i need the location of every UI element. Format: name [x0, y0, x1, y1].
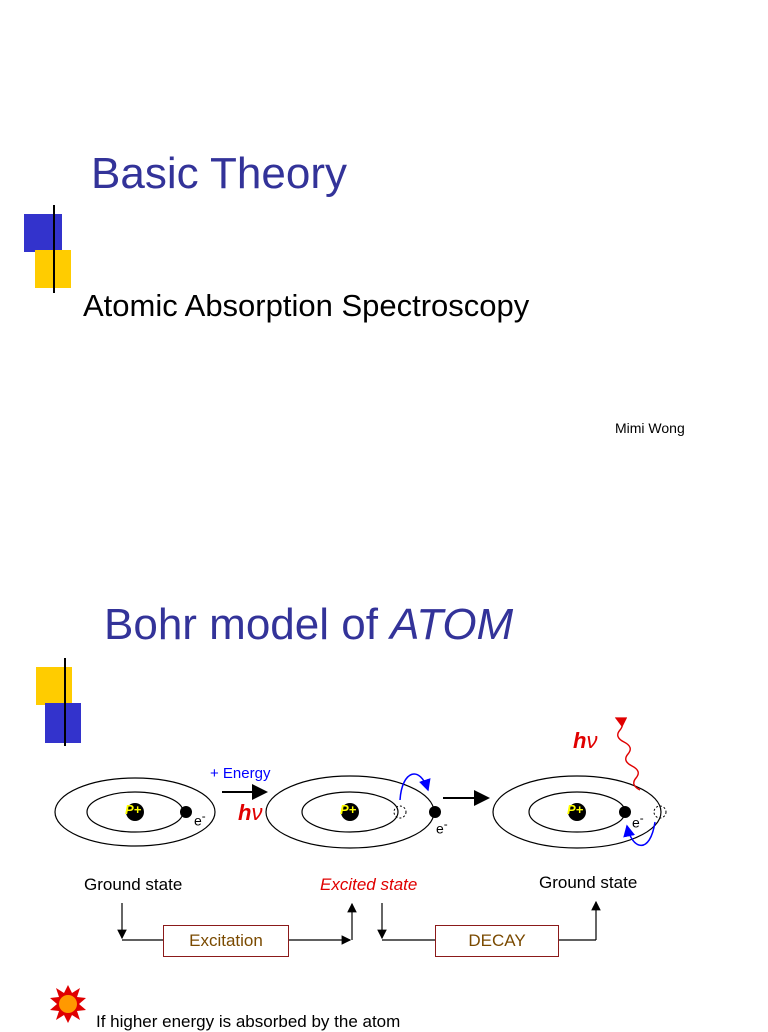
- excitation-box: Excitation: [163, 925, 289, 957]
- slide1-subtitle: Atomic Absorption Spectroscopy: [83, 288, 530, 323]
- nucleus-2: [341, 803, 359, 821]
- electron-label-2: e-: [436, 818, 448, 837]
- slide2-title: Bohr model of ATOM: [104, 603, 513, 647]
- ground-state-label-2: Ground state: [539, 873, 638, 892]
- electron-3: [619, 806, 631, 818]
- electron-1: [180, 806, 192, 818]
- photon-label-absorbed: hν: [238, 800, 263, 825]
- electron-old-position-2: [653, 805, 667, 819]
- sun-icon: [50, 985, 86, 1023]
- decor-vertical-line-2: [64, 658, 66, 746]
- excited-state-label: Excited state: [320, 875, 418, 894]
- photon-wave: [614, 717, 641, 791]
- atom-ground-2: [492, 717, 667, 849]
- electron-label-1: e-: [194, 810, 206, 829]
- decay-box: DECAY: [435, 925, 559, 957]
- jump-arrow: [399, 773, 431, 801]
- title-italic: ATOM: [390, 600, 514, 649]
- flow-lines: [117, 900, 601, 945]
- nucleus-1: [126, 803, 144, 821]
- nucleus-label-3: P+: [567, 802, 584, 817]
- atom-excited: [265, 773, 441, 849]
- decor-blue-square: [24, 214, 62, 252]
- title-plain: Bohr model of: [104, 600, 391, 649]
- ground-state-label-1: Ground state: [84, 875, 183, 894]
- author-name: Mimi Wong: [615, 420, 685, 436]
- energy-label: + Energy: [210, 765, 271, 782]
- slide1-title: Basic Theory: [91, 149, 347, 198]
- electron-label-3: e-: [632, 812, 644, 831]
- decor-blue-square-2: [45, 703, 81, 743]
- nucleus-label-1: P+: [125, 802, 142, 817]
- electron-old-position: [393, 805, 407, 819]
- decor-yellow-square-2: [36, 667, 72, 705]
- decor-vertical-line: [53, 205, 55, 293]
- atom-ground-1: [54, 777, 216, 847]
- photon-label-emitted: hν: [573, 728, 598, 753]
- note-text: If higher energy is absorbed by the atom: [96, 1012, 401, 1031]
- return-arrow: [623, 821, 656, 846]
- nucleus-3: [568, 803, 586, 821]
- electron-2: [429, 806, 441, 818]
- nucleus-label-2: P+: [340, 802, 357, 817]
